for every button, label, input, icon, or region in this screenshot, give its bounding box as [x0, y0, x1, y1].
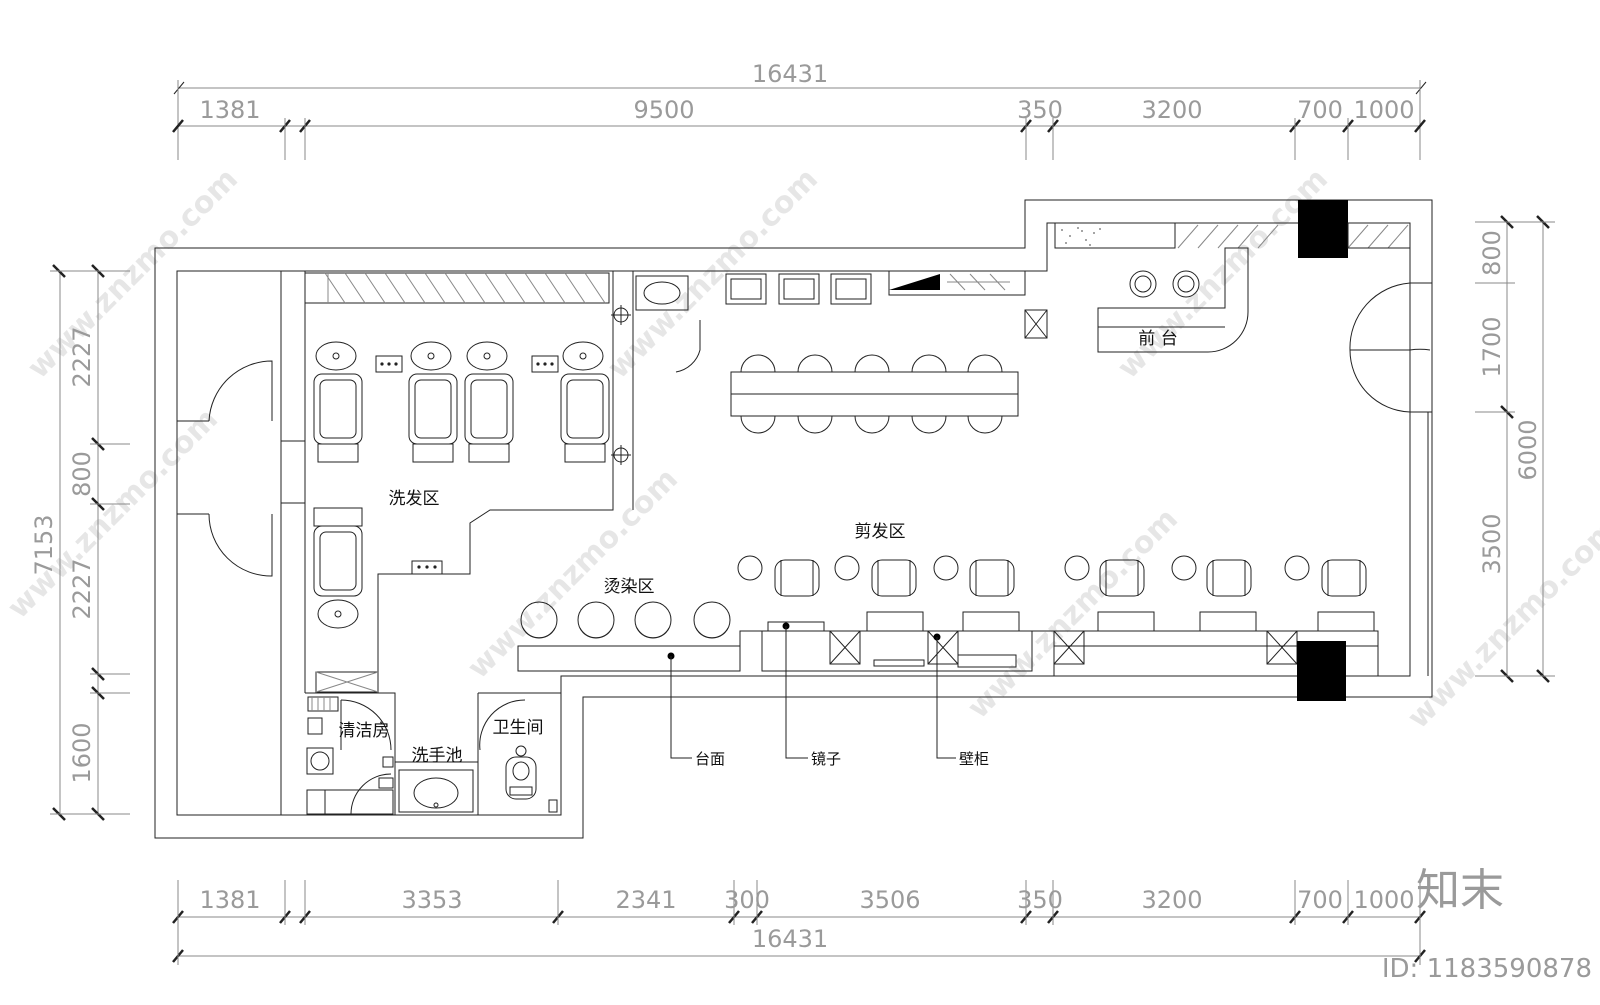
dim-bottom-seg: 3200	[1141, 886, 1202, 914]
brand-logo: 知末	[1416, 865, 1504, 916]
dim-left-seg: 1600	[68, 722, 96, 783]
top-dimensions: 16431 1381 9500 350 3200 700 1000	[172, 60, 1427, 160]
dim-top-seg: 9500	[633, 96, 694, 124]
callout-mirror: 镜子	[811, 750, 841, 768]
column-icon	[1297, 641, 1346, 701]
label-cut-area: 剪发区	[855, 522, 906, 542]
dim-bottom-total: 16431	[752, 925, 828, 953]
right-dimensions: 800 1700 3500 6000	[1475, 215, 1555, 683]
callout-wall-cabinet: 壁柜	[959, 750, 989, 768]
wash-bed-icon	[408, 341, 458, 463]
barber-chair-icon	[737, 555, 1367, 597]
label-wash-area: 洗发区	[389, 489, 440, 509]
perm-dye-area	[517, 601, 1379, 676]
outer-walls	[154, 199, 1433, 839]
label-wash-basin: 洗手池	[412, 746, 463, 766]
round-stool-icon	[1129, 270, 1157, 298]
column-icon	[1298, 200, 1348, 258]
label-toilet: 卫生间	[493, 718, 544, 738]
left-corridor	[176, 270, 305, 816]
dim-top-total: 16431	[752, 60, 828, 88]
column-icon	[611, 305, 631, 465]
dim-right-seg: 1700	[1478, 316, 1506, 377]
watermark-site: www.znzmo.com	[961, 502, 1185, 726]
dim-bottom-seg: 2341	[615, 886, 676, 914]
dim-bottom-seg: 1381	[199, 886, 260, 914]
callouts: 台面 镜子 壁柜	[667, 622, 989, 768]
dim-bottom-seg: 700	[1297, 886, 1343, 914]
reception-area	[1054, 200, 1432, 676]
wash-area-walls	[304, 270, 634, 694]
callout-countertop: 台面	[695, 750, 725, 768]
bottom-dimensions: 1381 3353 2341 300 3506 350 3200 700 100…	[172, 880, 1426, 965]
wash-bed-icon	[560, 341, 610, 463]
left-dimensions: 7153 2227 800 2227 1600	[30, 264, 130, 821]
squat-toilet-icon	[505, 745, 537, 800]
dim-left-seg: 2227	[68, 558, 96, 619]
label-perm-area: 烫染区	[604, 577, 655, 597]
dim-top-seg: 1381	[199, 96, 260, 124]
label-cleaning-room: 清洁房	[339, 721, 390, 741]
dim-top-seg: 700	[1297, 96, 1343, 124]
dim-bottom-seg: 1000	[1353, 886, 1414, 914]
wash-bed-icon	[313, 507, 363, 629]
dim-top-seg: 3200	[1141, 96, 1202, 124]
round-stool-icon	[1172, 270, 1200, 298]
dim-left-seg: 2227	[68, 326, 96, 387]
label-front-desk: 前 台	[1138, 329, 1177, 349]
dim-top-seg: 350	[1017, 96, 1063, 124]
sink-icon	[398, 769, 474, 813]
wash-bed-icon	[464, 341, 514, 463]
round-stool-icon	[740, 354, 1003, 434]
dim-bottom-seg: 3506	[859, 886, 920, 914]
dim-bottom-seg: 3353	[401, 886, 462, 914]
dim-left-seg: 800	[68, 451, 96, 497]
dim-bottom-seg: 350	[1017, 886, 1063, 914]
sink-icon	[306, 747, 334, 775]
dim-bottom-seg: 300	[724, 886, 770, 914]
dim-right-total: 6000	[1514, 419, 1542, 480]
wash-beds	[313, 305, 631, 629]
watermark-site: www.znzmo.com	[21, 162, 245, 386]
dim-left-total: 7153	[30, 514, 58, 575]
dim-right-seg: 3500	[1478, 513, 1506, 574]
service-rooms	[305, 671, 561, 815]
cutting-area	[635, 270, 1379, 701]
watermark-site: www.znzmo.com	[461, 462, 685, 686]
room-labels: 前 台 洗发区 剪发区 烫染区 清洁房 洗手池 卫生间	[339, 329, 1178, 766]
dim-top-seg: 1000	[1353, 96, 1414, 124]
dim-right-seg: 800	[1478, 230, 1506, 276]
round-stool-icon	[520, 601, 731, 639]
image-id: ID: 1183590878	[1382, 954, 1592, 984]
wash-bed-icon	[313, 341, 363, 463]
